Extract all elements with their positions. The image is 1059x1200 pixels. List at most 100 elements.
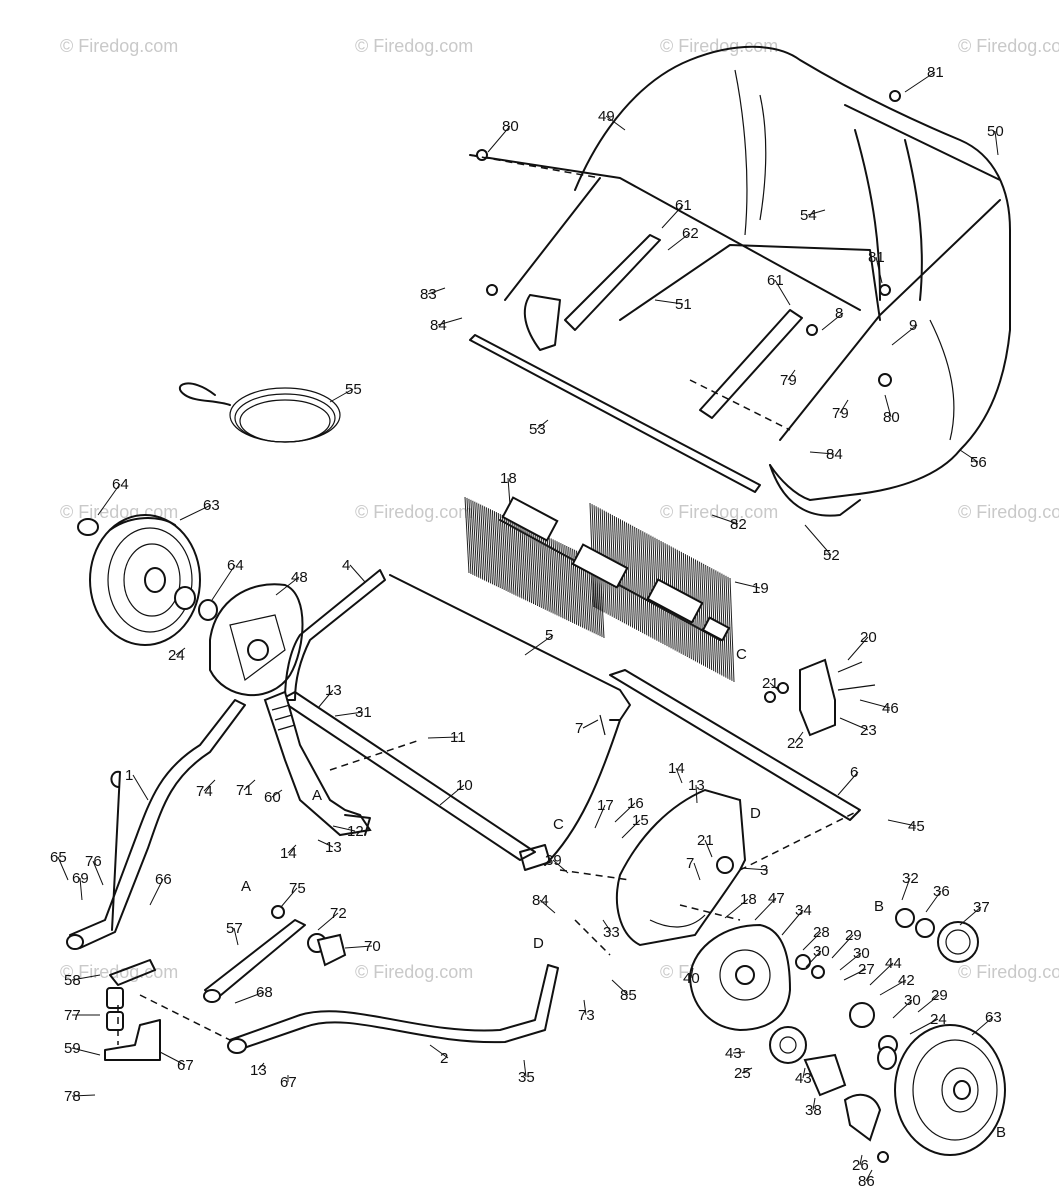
handle-link-end [203, 989, 221, 1003]
part-number-callout: 36 [933, 883, 950, 900]
callout-leader [843, 968, 867, 981]
part-number-callout: 13 [325, 839, 342, 856]
part-number-callout: 3 [760, 862, 768, 879]
part-number-callout: 19 [752, 580, 769, 597]
reference-letter: A [312, 787, 322, 804]
part-number-callout: 81 [927, 64, 944, 81]
callout-leader [175, 647, 186, 656]
callout-leader [859, 1154, 863, 1166]
callout-leader [959, 449, 979, 463]
callout-leader [132, 774, 149, 801]
callout-leader [909, 1018, 939, 1035]
part-number-callout: 60 [264, 789, 281, 806]
callout-leader [344, 945, 373, 949]
right-gear-housing [688, 923, 792, 1032]
left-wheel [77, 514, 218, 646]
callout-leader [539, 899, 556, 914]
part-number-callout: 66 [155, 871, 172, 888]
hopper-strut [564, 234, 661, 331]
callout-leader [332, 825, 356, 832]
part-number-callout: 7 [575, 720, 583, 737]
callout-leader [203, 779, 216, 792]
part-number-callout: 64 [227, 557, 244, 574]
hub-caps [895, 908, 979, 963]
callout-leader [334, 711, 364, 717]
hopper-bracket [523, 294, 561, 351]
reference-letter: A [241, 878, 251, 895]
part-number-callout: 46 [882, 700, 899, 717]
part-number-callout: 84 [430, 317, 447, 334]
callout-leader [427, 736, 459, 739]
part-number-callout: 16 [627, 795, 644, 812]
callout-leader [79, 877, 83, 901]
callout-leader [243, 779, 256, 791]
callout-leader [97, 483, 121, 516]
part-number-callout: 76 [85, 853, 102, 870]
part-number-callout: 64 [112, 476, 129, 493]
hopper-cord [854, 129, 881, 301]
spacer-part [106, 987, 124, 1009]
part-number-callout: 84 [826, 446, 843, 463]
callout-leader [994, 130, 999, 156]
front-crossbar [279, 691, 536, 861]
part-number-callout: 54 [800, 207, 817, 224]
part-number-callout: 50 [987, 123, 1004, 140]
callout-leader [437, 317, 463, 326]
callout-leader [769, 682, 779, 691]
alignment-lines [117, 154, 861, 1045]
frame-top-rail [389, 574, 631, 721]
height-adjuster [263, 690, 372, 837]
shaft-end [701, 616, 731, 642]
callout-leader [594, 804, 606, 829]
callout-leader [71, 974, 101, 981]
screw-part [877, 1151, 889, 1163]
handle-assembly [66, 699, 559, 1061]
callout-leader [271, 789, 283, 798]
part-number-callout: 62 [682, 225, 699, 242]
brush-bracket [646, 578, 704, 624]
part-number-callout: 38 [805, 1102, 822, 1119]
part-number-callout: 71 [236, 782, 253, 799]
upper-handle [69, 699, 246, 949]
callout-leader [234, 991, 265, 1004]
callout-leader [904, 71, 936, 93]
callout-leader [583, 999, 587, 1016]
hopper-top-tube [844, 104, 1001, 181]
callout-leader [439, 784, 465, 806]
part-number-callout: 35 [518, 1069, 535, 1086]
hopper-bottom-wire [769, 464, 861, 517]
handle-bracket [104, 1019, 161, 1061]
hopper-frame-wire [619, 244, 881, 321]
part-number-callout: 15 [632, 812, 649, 829]
callout-leader [971, 1016, 994, 1036]
part-number-callout: 59 [64, 1040, 81, 1057]
part-number-callout: 77 [64, 1007, 81, 1024]
hopper-bag-fold [759, 94, 767, 221]
brush-bracket [501, 496, 559, 542]
part-number-callout: 2 [440, 1050, 448, 1067]
part-number-callout: 43 [795, 1070, 812, 1087]
callout-leader [839, 952, 862, 971]
callout-leader [287, 844, 297, 854]
callout-leader [794, 731, 804, 744]
watermark: © Firedog.com [355, 502, 473, 522]
callout-leader [695, 784, 698, 804]
washer-part [877, 1046, 897, 1070]
part-number-callout: 30 [813, 943, 830, 960]
callout-leader [805, 950, 822, 968]
handle-end [66, 934, 84, 950]
callout-leader [925, 890, 942, 913]
part-number-callout: 45 [908, 818, 925, 835]
part-number-callout: 14 [280, 845, 297, 862]
callout-leader [211, 564, 236, 601]
part-number-callout: 65 [50, 849, 67, 866]
callout-leader [429, 1044, 449, 1059]
callout-leader [349, 564, 366, 583]
part-number-callout: 39 [545, 852, 562, 869]
part-number-callout: 63 [203, 497, 220, 514]
part-number-callout: 84 [532, 892, 549, 909]
callout-leader [57, 856, 69, 881]
callout-leader [754, 897, 777, 921]
watermark: © Firedog.com [958, 962, 1059, 982]
